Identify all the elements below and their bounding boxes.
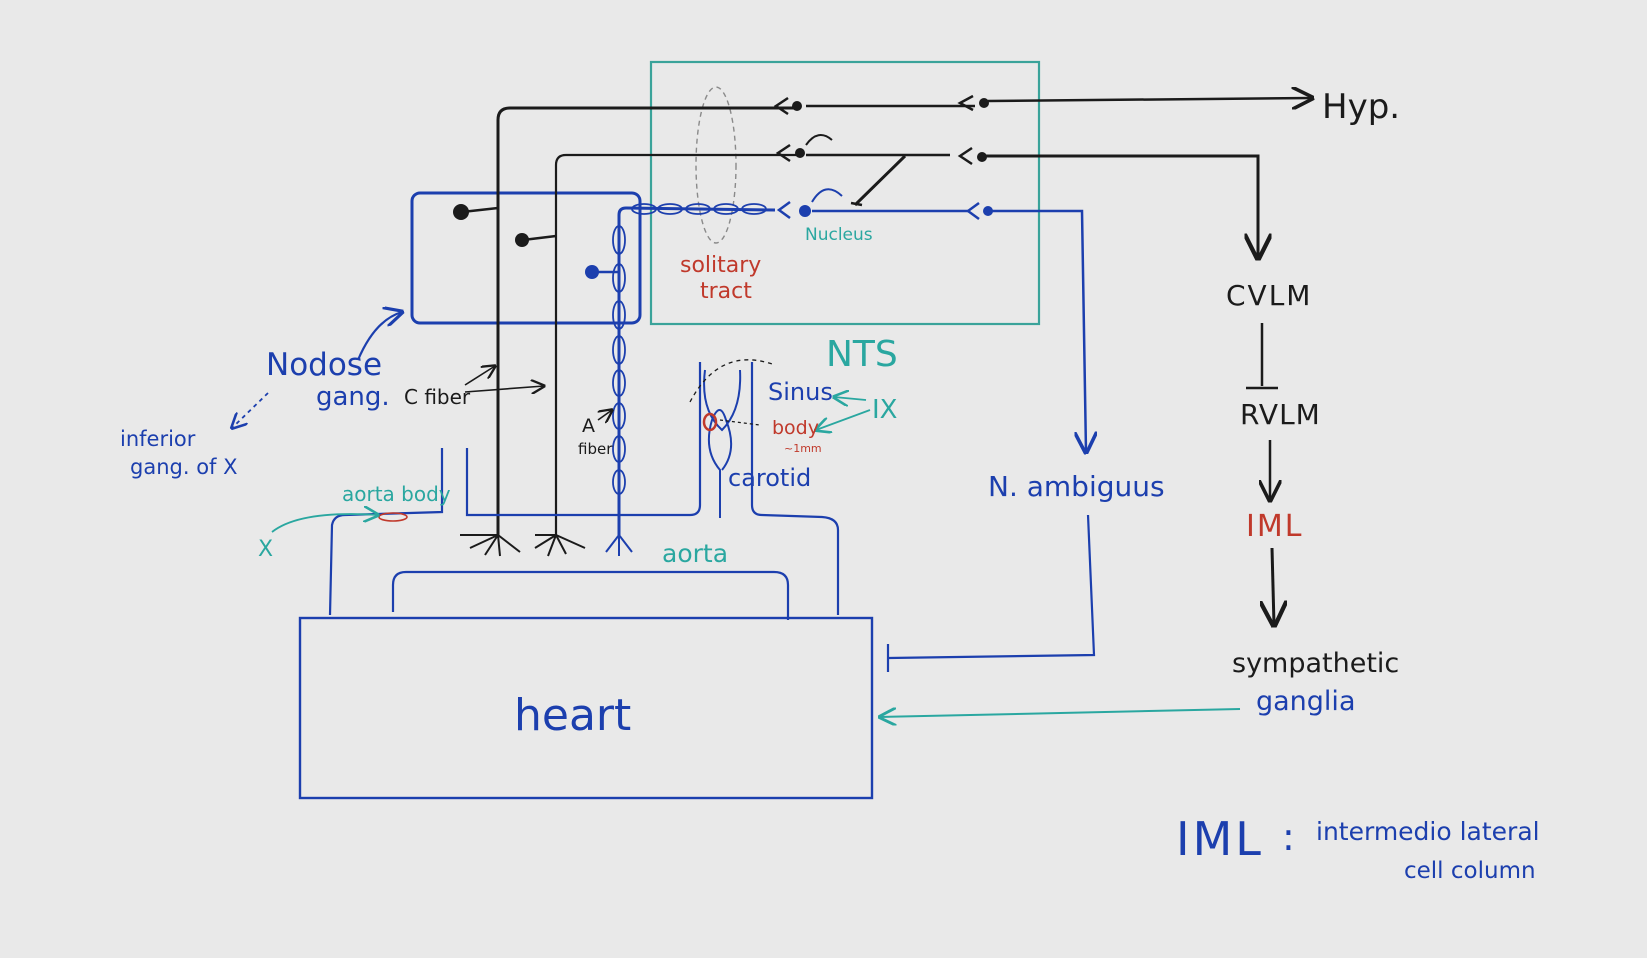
hyp-arrow — [987, 98, 1312, 101]
c-fiber-pointer-1 — [464, 366, 495, 386]
gang-of-x-label: gang. of X — [130, 455, 238, 479]
solitary-tract-outline — [695, 86, 737, 244]
carotid-dashed-sinus — [689, 359, 776, 403]
gang-label: gang. — [316, 382, 390, 412]
ix-pointer-sinus — [834, 397, 867, 400]
inferior-label: inferior — [120, 427, 196, 451]
aorta-inner — [391, 570, 790, 620]
a-fiber-pointer — [598, 410, 612, 420]
carotid-sinus — [703, 369, 742, 432]
aorta-outer — [328, 448, 444, 616]
nucleus-cell — [799, 205, 811, 217]
fiber-label: fiber — [578, 440, 613, 458]
heart-box — [298, 616, 874, 800]
a-label: A — [582, 415, 595, 437]
tract-label: tract — [700, 279, 752, 304]
hyp-label: Hyp. — [1322, 87, 1400, 127]
synapse-cell-1 — [792, 101, 802, 111]
carotid-inner — [707, 409, 733, 518]
synapse-5 — [965, 201, 980, 221]
nts-interneuron — [853, 154, 907, 207]
nts-box — [649, 60, 1041, 326]
synapse-3 — [957, 94, 974, 112]
sympathetic-label: sympathetic — [1232, 648, 1399, 679]
x-pointer — [271, 514, 378, 533]
c-fiber-pointer-2 — [464, 386, 544, 392]
nucleus-loop — [811, 188, 843, 203]
c-fiber-label: C fiber — [404, 385, 471, 409]
iml-label: IML — [1246, 509, 1303, 544]
aorta-top — [465, 362, 702, 517]
nucleus-label: Nucleus — [805, 225, 873, 245]
nodose-pointer — [356, 312, 402, 361]
synapse-cell-5 — [983, 206, 993, 216]
ix-pointer-body — [816, 409, 871, 430]
legend-colon: : — [1282, 815, 1295, 859]
sinus-label: Sinus — [768, 378, 833, 406]
rvlm-label: RVLM — [1240, 398, 1321, 431]
aorta-body-label: aorta body — [342, 482, 451, 506]
synapse-4 — [957, 146, 973, 166]
a-fiber-synapse — [776, 200, 791, 220]
solitary-label: solitary — [680, 253, 761, 278]
carotid-right — [750, 362, 840, 615]
ganglion-cell-2 — [515, 233, 529, 247]
c-fiber-1 — [496, 106, 800, 535]
a-fiber-afferent — [617, 206, 776, 535]
legend-line2: cell column — [1404, 858, 1536, 884]
ganglion-cell-1 — [453, 204, 469, 220]
fiber-endings — [460, 534, 586, 557]
ganglia-label: ganglia — [1256, 686, 1355, 717]
legend-abbr: IML — [1176, 812, 1264, 866]
to-n-ambiguus — [992, 209, 1086, 452]
ix-label: IX — [872, 395, 897, 425]
synapse-2 — [775, 143, 791, 163]
synapse-cell-3 — [979, 98, 989, 108]
heart-label: heart — [514, 690, 631, 741]
myelin-sheath — [612, 203, 767, 495]
synapse-cell-2 — [795, 148, 805, 158]
legend-line1: intermedio lateral — [1316, 817, 1540, 846]
synapse-cell-4 — [977, 152, 987, 162]
body-label: body — [772, 417, 819, 439]
aorta-label: aorta — [662, 539, 728, 568]
inferior-pointer — [232, 392, 269, 428]
synapse-1 — [773, 96, 789, 116]
synapse-loop — [805, 134, 833, 146]
nodose-label: Nodose — [266, 347, 382, 383]
iml-to-ganglia — [1272, 547, 1274, 625]
c-fiber-2 — [554, 153, 800, 535]
ganglia-to-heart — [880, 709, 1241, 717]
nodose-ganglion-box — [410, 191, 642, 325]
nts-label: NTS — [826, 334, 898, 375]
a-fiber-endings — [605, 534, 633, 556]
carotid-label: carotid — [728, 464, 811, 492]
x-label: X — [258, 537, 273, 562]
carotid-body — [702, 412, 718, 432]
cvlm-projection — [986, 154, 1258, 258]
nts-interneuron-tip — [850, 201, 863, 207]
carotid-dashed-body — [719, 419, 761, 426]
size-label: ~1mm — [784, 442, 822, 455]
cvlm-label: CVLM — [1226, 279, 1312, 312]
ambiguus-to-heart — [887, 514, 1096, 660]
n-ambiguus-label: N. ambiguus — [988, 470, 1165, 503]
a-fiber-cell — [585, 265, 599, 279]
